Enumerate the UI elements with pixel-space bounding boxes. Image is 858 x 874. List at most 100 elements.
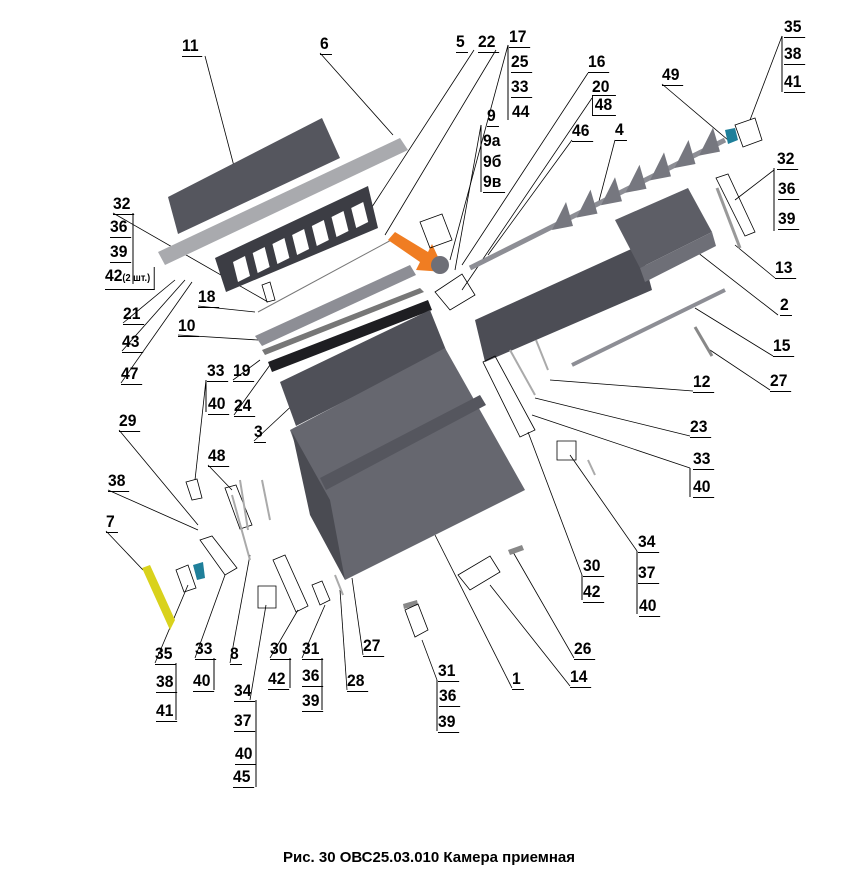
- callout-label: 36: [110, 218, 132, 238]
- leader-line: [421, 639, 438, 681]
- callout-label: 12: [693, 373, 715, 393]
- small-strip: [239, 479, 249, 531]
- hardware-set-box: [419, 213, 453, 249]
- leader-line: [351, 577, 364, 656]
- callout-label: 26: [574, 640, 596, 660]
- leader-line: [319, 52, 394, 136]
- leader-line: [229, 554, 251, 664]
- callout-42-number: 42: [105, 266, 123, 285]
- small-strips: [231, 339, 596, 596]
- part-15-rod: [571, 288, 726, 367]
- leader-line: [207, 464, 233, 491]
- callout-label: 38: [784, 45, 806, 65]
- small-strip: [261, 479, 271, 521]
- auger-flight: [674, 140, 696, 168]
- leader-line: [105, 530, 144, 571]
- hardware-set-box: [272, 554, 309, 613]
- hardware-set-box: [199, 535, 238, 576]
- part-blue-fitting: [193, 562, 205, 580]
- leader-line: [527, 431, 583, 576]
- leader-line: [194, 574, 226, 659]
- callout-label: 47: [121, 365, 143, 385]
- callout-label: 17: [509, 28, 531, 48]
- leader-line: [734, 244, 776, 279]
- callout-label: 30: [270, 640, 292, 660]
- callout-label: 7: [106, 513, 119, 533]
- hardware-set-box: [457, 555, 501, 591]
- leader-line: [461, 72, 589, 266]
- callout-label: 15: [773, 337, 795, 357]
- leader-line: [118, 429, 199, 526]
- callout-label: 13: [775, 259, 797, 279]
- callout-label: 45: [233, 768, 255, 788]
- callout-label: 6: [320, 35, 333, 55]
- callout-label: 37: [638, 564, 660, 584]
- callout-label: 40: [208, 395, 230, 415]
- callout-label: 27: [363, 637, 385, 657]
- callout-label: 33: [693, 450, 715, 470]
- callout-label: 9: [487, 107, 500, 127]
- hardware-set-box: [257, 585, 277, 609]
- callout-label: 33: [511, 78, 533, 98]
- callout-label: 14: [570, 668, 592, 688]
- part-small-block: [403, 600, 418, 609]
- auger-flight: [650, 152, 671, 181]
- callout-label: 46: [572, 122, 594, 142]
- callout-label: 16: [588, 53, 610, 73]
- callout-label: 9а: [483, 131, 501, 150]
- leader-line: [249, 604, 267, 701]
- callout-label: 3: [254, 423, 267, 443]
- leader-line: [569, 454, 638, 552]
- callout-label: 42: [268, 670, 290, 690]
- part-11-side-panel: [168, 118, 340, 234]
- part-1-receiving-chamber: [290, 348, 525, 580]
- label-stack-lines: [132, 36, 783, 787]
- hardware-set-box: [434, 273, 476, 311]
- leader-line: [107, 489, 199, 531]
- callout-label: 38: [156, 673, 178, 693]
- hardware-set-box: [404, 603, 429, 638]
- leader-line: [301, 604, 326, 659]
- callout-label: 42: [583, 583, 605, 603]
- callout-label: 9б: [483, 152, 502, 171]
- leader-line: [661, 83, 729, 141]
- grate-window: [233, 256, 250, 282]
- callout-label: 30: [583, 557, 605, 577]
- small-strip: [535, 339, 549, 371]
- hardware-set-box: [311, 580, 331, 606]
- callout-label: 28: [347, 672, 369, 692]
- leader-line: [694, 307, 774, 357]
- leader-line: [112, 212, 269, 303]
- grate-window: [292, 229, 310, 255]
- callout-label: 11: [182, 37, 203, 57]
- callout-label: 31: [302, 640, 324, 660]
- callout-42-quantity: (2 шт.): [122, 273, 151, 284]
- hardware-set-box: [734, 117, 763, 148]
- leader-line: [489, 584, 571, 687]
- hardware-set-box: [261, 281, 276, 303]
- callout-label: 1: [512, 670, 525, 690]
- part-9-bearing: [431, 256, 449, 274]
- callout-label: 29: [119, 412, 141, 432]
- leader-line: [709, 349, 771, 391]
- callout-label: 31: [438, 662, 460, 682]
- leader-lines: [105, 35, 783, 701]
- callout-label: 39: [302, 692, 324, 712]
- callout-label: 39: [778, 210, 800, 230]
- callout-label: 40: [193, 672, 215, 692]
- hardware-set-box: [556, 440, 577, 461]
- part-24-strip: [268, 300, 432, 372]
- hardware-set-box: [482, 355, 536, 438]
- callout-label: 39: [110, 243, 132, 263]
- leader-line: [749, 35, 783, 121]
- callout-label: 10: [178, 317, 200, 337]
- part-22-rod: [257, 237, 396, 313]
- callout-label: 33: [195, 640, 217, 660]
- leader-line: [232, 359, 261, 381]
- leader-line: [369, 49, 475, 211]
- callout-label: 40: [235, 745, 257, 765]
- callout-label: 43: [122, 333, 144, 353]
- grate-window: [331, 211, 349, 237]
